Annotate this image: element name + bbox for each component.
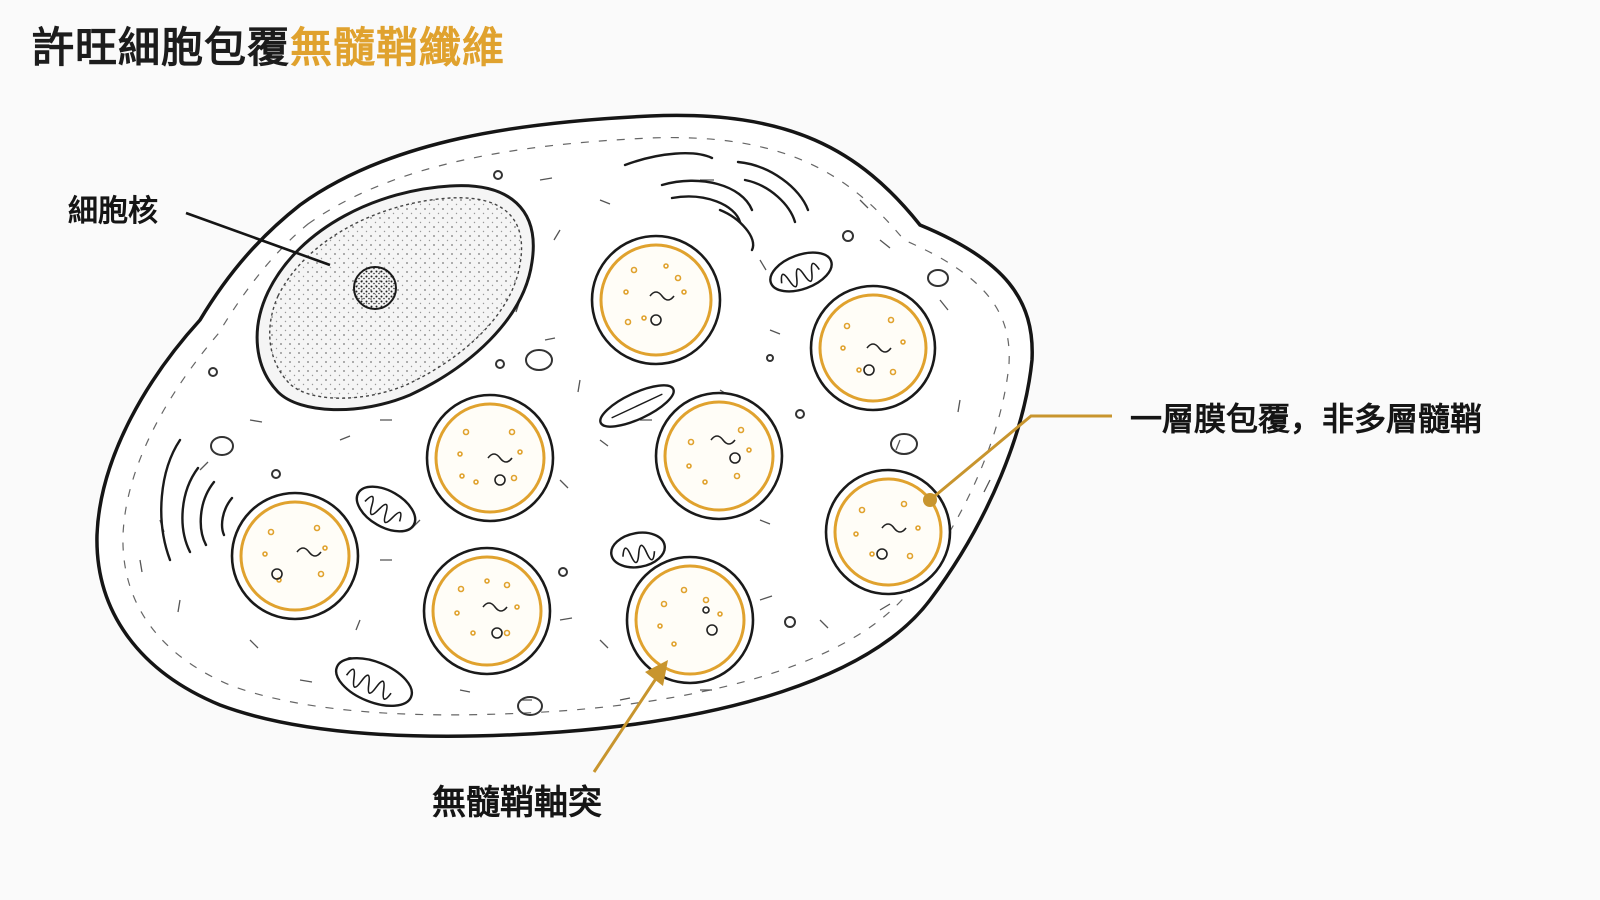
- axon: [654, 391, 784, 521]
- membrane-leader-line: [929, 414, 1112, 502]
- axon-leader-arrowhead: [645, 660, 668, 686]
- membrane-label: 一層膜包覆，非多層髓鞘: [1130, 400, 1483, 438]
- golgi-apparatus: [160, 152, 810, 562]
- membrane-leader-dot: [923, 493, 937, 507]
- nucleus: [255, 184, 535, 412]
- axon: [625, 555, 755, 685]
- axon: [230, 491, 360, 621]
- page-title: 許旺細胞包覆無髓鞘纖維: [32, 18, 505, 78]
- mitochondria: [334, 251, 833, 708]
- title-part-schwann: 許旺細胞包覆: [32, 23, 291, 72]
- nucleolus: [353, 266, 397, 310]
- nucleus-leader-line: [185, 211, 331, 267]
- axon: [590, 234, 722, 366]
- axon: [824, 468, 952, 596]
- mitochondrion: [355, 485, 417, 533]
- title-part-unmyelinated: 無髓鞘纖維: [290, 23, 506, 72]
- schwann-cell-body: [95, 113, 1034, 739]
- mitochondrion: [599, 384, 675, 428]
- unmyelinated-axons: [230, 234, 952, 685]
- nucleus-label: 細胞核: [68, 194, 158, 229]
- mitochondrion: [769, 251, 833, 293]
- mitochondrion: [610, 531, 666, 569]
- axon-label: 無髓鞘軸突: [432, 783, 602, 823]
- cytoplasm-texture: [139, 177, 991, 701]
- mitochondrion: [334, 656, 414, 708]
- leader-lines: [185, 211, 1112, 773]
- axon: [425, 393, 555, 523]
- axon: [422, 546, 552, 676]
- axon-leader-line: [592, 664, 667, 773]
- axon: [809, 284, 937, 412]
